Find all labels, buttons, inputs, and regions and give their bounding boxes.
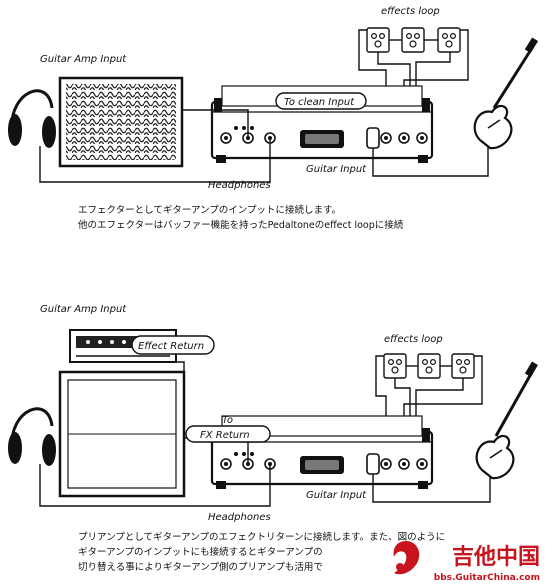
effects-pedal	[451, 353, 475, 379]
caption-line: プリアンプとしてギターアンプのエフェクトリターンに接続します。また、図のように	[78, 532, 446, 543]
jack-right	[380, 132, 392, 144]
to-label: To	[222, 415, 233, 426]
headphones-icon	[8, 407, 56, 466]
watermark-logo-icon	[393, 541, 420, 575]
jack-right	[380, 458, 392, 470]
guitar-input-label: Guitar Input	[306, 490, 367, 501]
caption-line: 切り替える事によりギターアンプ側のプリアンプも活用で	[78, 562, 323, 573]
guitar-amp-combo-icon	[58, 76, 184, 168]
watermark-url: bbs.GuitarChina.com	[433, 573, 540, 583]
headphones-icon	[8, 89, 56, 148]
caption-line: エフェクターとしてギターアンプのインプットに接続します。	[78, 205, 342, 216]
effects-pedal	[437, 27, 461, 53]
to-clean-input-label: To clean Input	[284, 97, 355, 108]
effects-pedal	[401, 27, 425, 53]
headphones-label: Headphones	[208, 180, 271, 191]
jack-right	[416, 132, 428, 144]
effects-pedal	[417, 353, 441, 379]
effects-loop-label: effects loop	[381, 6, 440, 17]
jack-right	[398, 458, 410, 470]
jack-right	[398, 132, 410, 144]
watermark-title: 吉他中国	[451, 545, 540, 570]
electric-guitar-icon	[473, 37, 539, 150]
headphones-label: Headphones	[208, 512, 271, 523]
effects-loop-label: effects loop	[384, 334, 443, 345]
jack-right	[416, 458, 428, 470]
fx-return-label: FX Return	[200, 430, 250, 441]
electric-guitar-icon	[475, 361, 538, 480]
caption-line: 他のエフェクターはバッファー機能を持ったPedaltoneのeffect loo…	[78, 220, 404, 231]
diagram-direct-to-amp: To clean Input effects loop Guitar Amp I…	[8, 6, 539, 191]
guitar-input-label: Guitar Input	[306, 164, 367, 175]
jack-left	[220, 458, 232, 470]
jack-left	[220, 132, 232, 144]
effect-return-label: Effect Return	[138, 341, 204, 352]
diagram-preamp-to-fx-return: Effect Return	[8, 304, 538, 523]
effects-pedal	[366, 27, 390, 53]
guitar-amp-stack-icon	[58, 329, 186, 498]
caption-line: ギターアンプのインプットにも接続するとギターアンプの	[78, 547, 323, 558]
watermark: 吉他中国 bbs.GuitarChina.com	[386, 535, 546, 585]
guitar-amp-input-label: Guitar Amp Input	[40, 304, 127, 315]
effects-pedal	[383, 353, 407, 379]
guitar-amp-input-label: Guitar Amp Input	[40, 54, 127, 65]
